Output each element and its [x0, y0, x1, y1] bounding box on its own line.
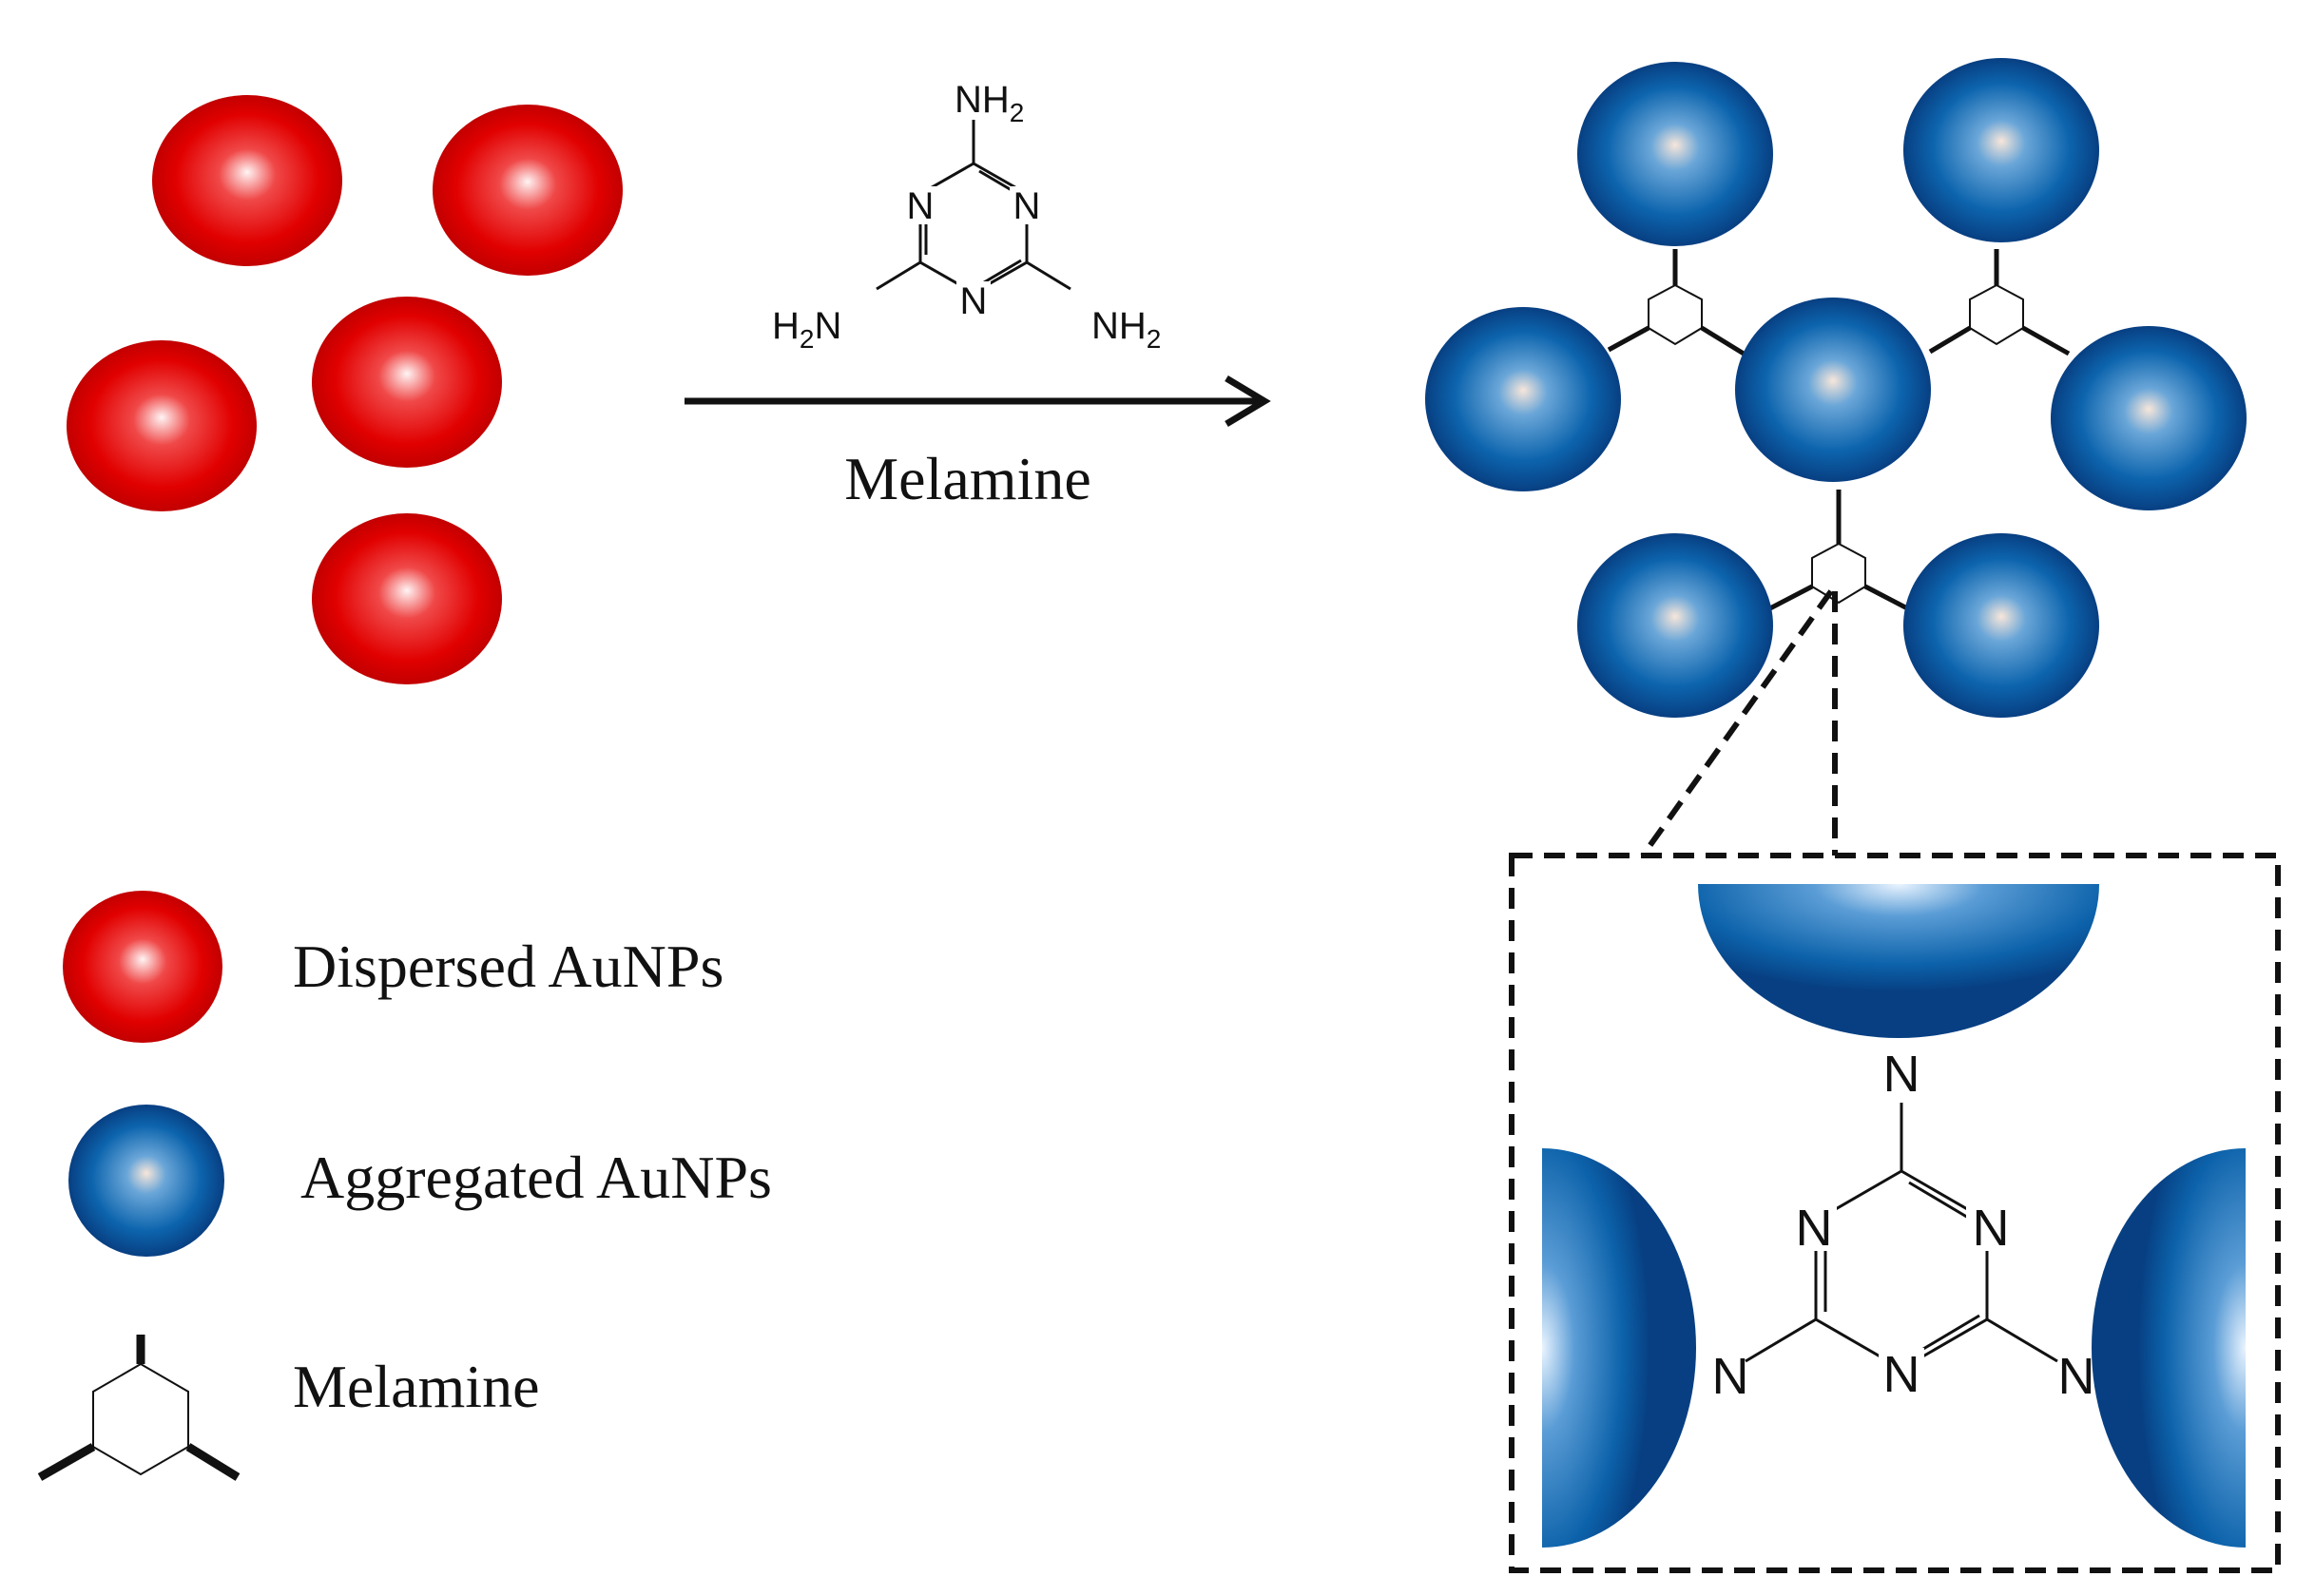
legend: Dispersed AuNPs Aggregated AuNPs Melamin…	[37, 891, 772, 1481]
inset-particle-right	[2092, 1148, 2246, 1548]
inset-nitrogen-label: N	[1883, 1046, 1920, 1103]
inset-nitrogen-label: N	[1712, 1348, 1749, 1405]
aggregated-particle	[1577, 533, 1773, 718]
dispersed-particle	[433, 105, 623, 276]
ring-nitrogen-label: N	[960, 280, 988, 322]
amine-label-left: H2N	[772, 305, 841, 354]
amine-label-right: NH2	[1091, 305, 1161, 354]
ring-nitrogen-label: N	[1013, 185, 1041, 227]
dispersed-particle	[312, 513, 502, 684]
legend-label-melamine: Melamine	[293, 1353, 539, 1420]
inset-particle-top	[1698, 884, 2099, 1038]
aggregated-particles	[1425, 58, 2247, 718]
melamine-symbol-icon	[37, 1335, 241, 1481]
legend-swatch-dispersed	[63, 891, 222, 1043]
aggregated-particle	[1577, 62, 1773, 246]
aggregated-particle	[1735, 298, 1931, 482]
melamine-reagent-structure: N N N NH2 H2N NH2	[772, 79, 1161, 354]
aggregate-linkers	[1607, 249, 2071, 613]
zoom-connector	[1640, 589, 1838, 857]
ring-nitrogen-label: N	[907, 185, 935, 227]
dispersed-particles	[67, 95, 623, 684]
inset-nitrogen-label: N	[1973, 1200, 2010, 1257]
aggregated-particle	[1903, 58, 2099, 242]
dispersed-particle	[152, 95, 342, 266]
amine-label-top: NH2	[955, 79, 1024, 127]
zoom-inset: N N N N N N	[1542, 884, 2246, 1548]
dispersed-particle	[312, 297, 502, 468]
reaction-arrow	[685, 375, 1271, 428]
legend-swatch-aggregated	[68, 1105, 224, 1257]
zoom-inset-frame	[1509, 853, 2281, 1573]
arrow-label: Melamine	[844, 445, 1090, 512]
legend-label-aggregated: Aggregated AuNPs	[300, 1144, 772, 1211]
legend-label-dispersed: Dispersed AuNPs	[293, 933, 723, 1000]
aggregated-particle	[1903, 533, 2099, 718]
aggregated-particle	[2051, 326, 2247, 510]
inset-nitrogen-label: N	[2058, 1348, 2095, 1405]
inset-nitrogen-label: N	[1796, 1200, 1833, 1257]
aggregated-particle	[1425, 307, 1621, 491]
inset-nitrogen-label: N	[1883, 1346, 1920, 1403]
dispersed-particle	[67, 340, 257, 511]
inset-particle-left	[1542, 1148, 1696, 1548]
